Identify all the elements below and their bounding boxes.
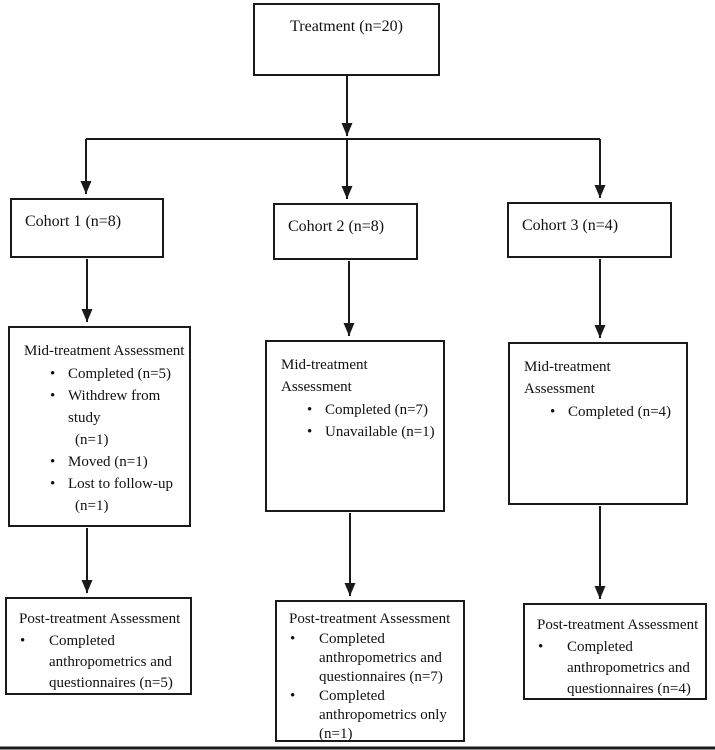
bullet-icon: • bbox=[50, 476, 56, 492]
list-item-line: (n=1) bbox=[75, 432, 109, 448]
list-item: • Completed anthropometrics and question… bbox=[7, 631, 190, 694]
post-assessment-2-title: Post-treatment Assessment bbox=[289, 611, 451, 627]
bullet-icon: • bbox=[50, 366, 56, 382]
bullet-icon: • bbox=[290, 631, 296, 647]
mid-assessment-2-title: Mid-treatment Assessment bbox=[281, 357, 368, 395]
list-item-line: Completed (n=7) bbox=[325, 402, 429, 418]
bullet-icon: • bbox=[538, 639, 544, 655]
list-item-line: Completed bbox=[319, 688, 385, 704]
list-item: • Completed anthropometrics and question… bbox=[277, 630, 463, 687]
cohort-1-box: Cohort 1 (n=8) bbox=[10, 198, 164, 258]
post-assessment-1-title: Post-treatment Assessment bbox=[19, 611, 181, 627]
list-item: • Completed (n=5) bbox=[10, 363, 189, 385]
treatment-box: Treatment (n=20) bbox=[253, 3, 440, 76]
list-item-line: questionnaires (n=7) bbox=[319, 669, 443, 685]
post-assessment-1-box: Post-treatment Assessment • Completed an… bbox=[5, 597, 192, 695]
list-item-line: Completed (n=5) bbox=[68, 366, 172, 382]
cohort-3-box: Cohort 3 (n=4) bbox=[507, 202, 672, 258]
list-item-line: Completed bbox=[319, 631, 385, 647]
bullet-icon: • bbox=[550, 404, 556, 420]
list-item-line: Withdrew from study bbox=[68, 388, 161, 426]
bullet-icon: • bbox=[307, 402, 313, 418]
bullet-icon: • bbox=[290, 688, 296, 704]
list-item: • Completed anthropometrics only (n=1) bbox=[277, 687, 463, 744]
list-item-line: anthropometrics only bbox=[319, 707, 447, 723]
mid-assessment-3-title: Mid-treatment Assessment bbox=[524, 359, 611, 397]
list-item-line: Completed bbox=[49, 633, 115, 649]
bullet-icon: • bbox=[307, 424, 313, 440]
mid-assessment-1-box: Mid-treatment Assessment • Completed (n=… bbox=[8, 326, 191, 527]
list-item-line: questionnaires (n=4) bbox=[567, 681, 691, 697]
list-item-line: Moved (n=1) bbox=[68, 454, 148, 470]
list-item: • Withdrew from study (n=1) bbox=[10, 385, 189, 451]
list-item: • Moved (n=1) bbox=[10, 451, 189, 473]
list-item: • Completed anthropometrics and question… bbox=[525, 637, 705, 700]
bullet-icon: • bbox=[50, 388, 56, 404]
list-item-line: questionnaires (n=5) bbox=[49, 675, 173, 691]
cohort-2-label: Cohort 2 (n=8) bbox=[288, 218, 385, 235]
list-item: • Completed (n=7) bbox=[267, 399, 443, 421]
list-item-line: anthropometrics and bbox=[319, 650, 442, 666]
treatment-label: Treatment (n=20) bbox=[290, 18, 403, 35]
list-item: • Completed (n=4) bbox=[510, 401, 686, 423]
cohort-2-box: Cohort 2 (n=8) bbox=[273, 203, 418, 260]
post-assessment-2-box: Post-treatment Assessment • Completed an… bbox=[275, 600, 465, 742]
list-item-line: anthropometrics and bbox=[49, 654, 172, 670]
post-assessment-3-title: Post-treatment Assessment bbox=[537, 617, 699, 633]
list-item-line: Unavailable (n=1) bbox=[325, 424, 435, 440]
bullet-icon: • bbox=[50, 454, 56, 470]
mid-assessment-3-box: Mid-treatment Assessment • Completed (n=… bbox=[508, 342, 688, 505]
list-item-line: Completed bbox=[567, 639, 633, 655]
cohort-3-label: Cohort 3 (n=4) bbox=[522, 217, 619, 234]
list-item-line: Completed (n=4) bbox=[568, 404, 672, 420]
list-item: • Lost to follow-up (n=1) bbox=[10, 473, 189, 517]
cohort-1-label: Cohort 1 (n=8) bbox=[25, 213, 122, 230]
mid-assessment-1-title: Mid-treatment Assessment bbox=[24, 343, 185, 359]
post-assessment-3-box: Post-treatment Assessment • Completed an… bbox=[523, 603, 707, 700]
bullet-icon: • bbox=[20, 633, 26, 649]
list-item-line: anthropometrics and bbox=[567, 660, 690, 676]
list-item-line: (n=1) bbox=[75, 498, 109, 514]
mid-assessment-2-box: Mid-treatment Assessment • Completed (n=… bbox=[265, 340, 445, 512]
list-item: • Unavailable (n=1) bbox=[267, 421, 443, 443]
list-item-line: (n=1) bbox=[319, 726, 353, 742]
list-item-line: Lost to follow-up bbox=[68, 476, 173, 492]
